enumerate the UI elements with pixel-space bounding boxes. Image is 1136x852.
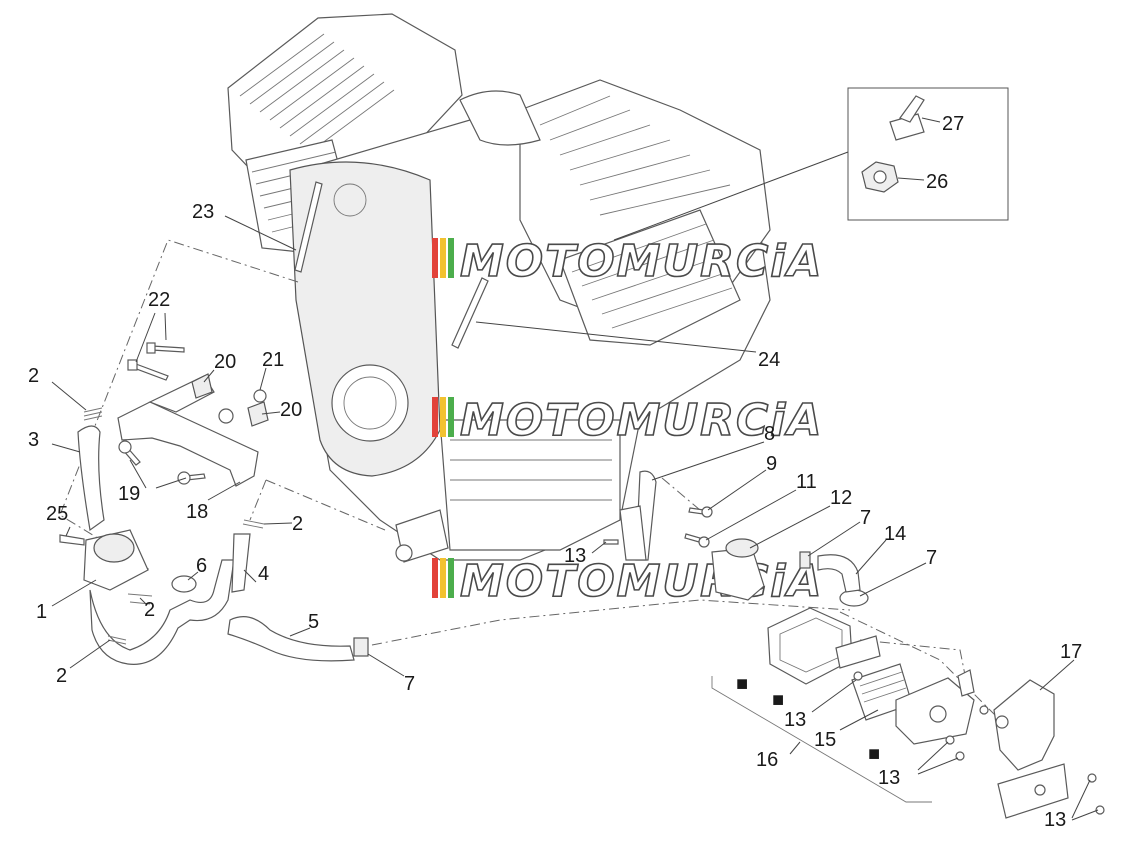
callout-12: 12 [830, 487, 852, 509]
callout-23: 23 [192, 201, 214, 223]
callout-1: 1 [36, 601, 47, 623]
watermark-text: MOTOMURCiA [460, 556, 823, 607]
callout-labels: 2 3 25 1 2 2 6 4 5 7 2 23 22 20 21 20 19… [28, 113, 1082, 831]
callout-24: 24 [758, 349, 780, 371]
rod-23 [294, 181, 323, 273]
callout-8: 8 [764, 423, 775, 445]
callout-11: 11 [796, 471, 817, 493]
callout-3: 3 [28, 429, 39, 451]
callout-13: 13 [878, 767, 900, 789]
watermark-text: MOTOMURCiA [460, 395, 823, 446]
callout-25: 25 [46, 503, 68, 525]
engine-block [227, 13, 771, 563]
callout-21: 21 [262, 349, 284, 371]
callout-6: 6 [196, 555, 207, 577]
callout-2: 2 [28, 365, 39, 387]
square-marker: ■ [772, 689, 784, 711]
callout-27: 27 [942, 113, 964, 135]
callout-22: 22 [148, 289, 170, 311]
watermark-2: MOTOMURCiA [432, 394, 823, 447]
callout-2: 2 [56, 665, 67, 687]
callout-14: 14 [884, 523, 906, 545]
callout-2: 2 [144, 599, 155, 621]
assembly-lines [59, 239, 1001, 721]
callout-13: 13 [784, 709, 806, 731]
callout-26: 26 [926, 171, 948, 193]
callout-15: 15 [814, 729, 836, 751]
leader-lines [51, 117, 1099, 821]
air-valve-assembly [59, 407, 369, 665]
rod-24 [451, 277, 489, 349]
callout-18: 18 [186, 501, 208, 523]
callout-5: 5 [308, 611, 319, 633]
callout-4: 4 [258, 563, 269, 585]
inset-box [613, 87, 1009, 241]
callout-20: 20 [280, 399, 302, 421]
callout-19: 19 [118, 483, 140, 505]
bracket-assembly [117, 342, 269, 487]
callout-9: 9 [766, 453, 777, 475]
square-marker: ■ [868, 743, 880, 765]
reed-valve-assembly [603, 470, 1105, 819]
square-marker: ■ [736, 673, 748, 695]
watermark-3: MOTOMURCiA [432, 555, 823, 608]
callout-7: 7 [926, 547, 937, 569]
callout-13: 13 [1044, 809, 1066, 831]
square-markers: ■ ■ ■ [736, 673, 880, 765]
callout-17: 17 [1060, 641, 1082, 663]
callout-2: 2 [292, 513, 303, 535]
callout-7: 7 [860, 507, 871, 529]
callout-7: 7 [404, 673, 415, 695]
callout-16: 16 [756, 749, 778, 771]
watermark-text: MOTOMURCiA [460, 236, 823, 287]
callout-20: 20 [214, 351, 236, 373]
watermark-1: MOTOMURCiA [432, 235, 823, 288]
callout-13: 13 [564, 545, 586, 567]
